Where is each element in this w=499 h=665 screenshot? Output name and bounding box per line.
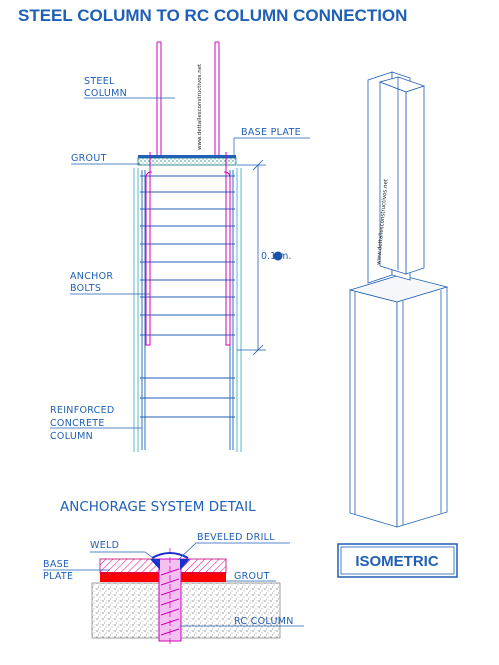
base-plate: [138, 155, 236, 158]
steel-column: [156, 41, 220, 155]
elevation-view: www.dettallesconstructivos.net 0.1 m. ST…: [50, 41, 310, 452]
weld-bead: [150, 559, 190, 570]
watermark-elevation: www.dettallesconstructivos.net: [197, 63, 203, 150]
detail-heading: ANCHORAGE SYSTEM DETAIL: [60, 499, 256, 515]
detail-label-beveled-drill: BEVELED DRILL: [197, 532, 275, 543]
leader-base-plate: [233, 137, 310, 155]
isometric-pedestal: [348, 274, 449, 528]
label-rc-column-2: CONCRETE: [50, 418, 105, 429]
isometric-view: www.dettallesconstructivos.net ISOMETRIC: [337, 71, 458, 578]
page-title: STEEL COLUMN TO RC COLUMN CONNECTION: [18, 6, 407, 25]
stirrups: [140, 175, 235, 418]
rc-column-outline: [133, 168, 242, 452]
detail-label-base-plate-1: BASE: [43, 559, 69, 570]
isometric-label: ISOMETRIC: [355, 553, 439, 570]
label-grout: GROUT: [71, 153, 107, 164]
detail-label-weld: WELD: [90, 540, 119, 551]
grout-layer: [137, 157, 237, 166]
dimension-label: 0.1 m.: [261, 251, 291, 262]
rc-column-section: [91, 582, 281, 639]
label-anchor-bolts-2: BOLTS: [70, 283, 101, 294]
label-anchor-bolts-1: ANCHOR: [70, 271, 113, 282]
label-steel-column-2: COLUMN: [84, 88, 127, 99]
label-steel-column-1: STEEL: [84, 76, 115, 87]
isometric-steel-column: [367, 71, 426, 284]
dimension-marker: [237, 159, 266, 356]
isometric-label-box: [337, 543, 458, 578]
label-base-plate: BASE PLATE: [241, 127, 301, 138]
detail-label-rc-column: RC COLUMN: [234, 616, 294, 627]
label-rc-column-3: COLUMN: [50, 431, 93, 442]
detail-label-grout: GROUT: [234, 571, 270, 582]
longitudinal-rebars: [141, 170, 234, 450]
dimension-dot: [273, 251, 283, 261]
anchorage-detail: ANCHORAGE SYSTEM DETAIL WELD BEVELED DRI…: [43, 499, 304, 645]
detail-label-base-plate-2: PLATE: [43, 571, 73, 582]
anchor-bolts: [145, 152, 231, 346]
label-rc-column-1: REINFORCED: [50, 405, 115, 416]
